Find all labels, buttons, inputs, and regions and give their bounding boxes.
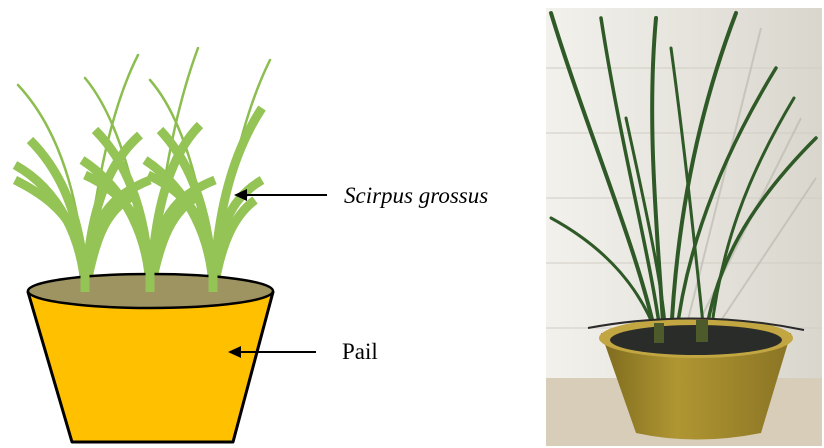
plant-label: Scirpus grossus (344, 183, 488, 208)
pail-body (28, 292, 273, 442)
plant-photo (546, 8, 822, 446)
schematic-diagram: Scirpus grossus Pail (0, 0, 545, 448)
pail-label: Pail (342, 339, 378, 364)
